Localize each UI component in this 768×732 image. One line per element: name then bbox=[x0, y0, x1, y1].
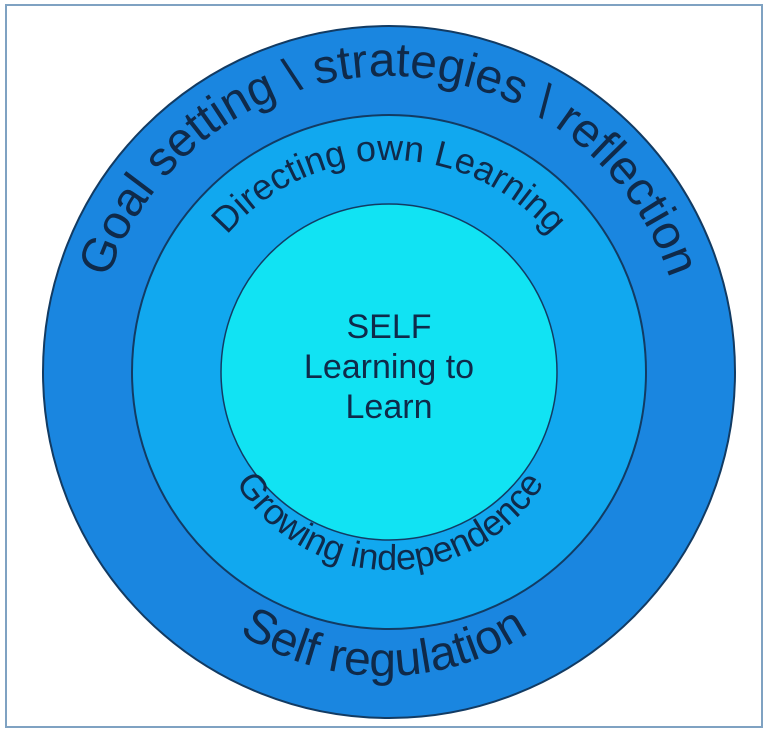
core-label-line-1: SELF bbox=[346, 308, 431, 346]
core-label-line-3: Learn bbox=[346, 388, 433, 426]
core-label-line-2: Learning to bbox=[304, 348, 474, 386]
inner-circle bbox=[220, 203, 558, 541]
